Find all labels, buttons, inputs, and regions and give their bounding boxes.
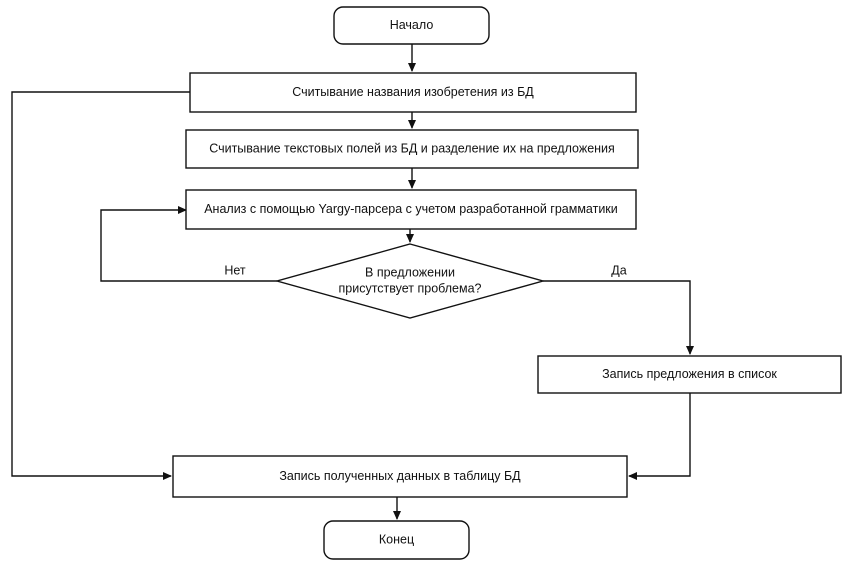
- edge-read-title-bypass: [11, 91, 190, 480]
- node-analyze: Анализ с помощью Yargy-парсера с учетом …: [185, 189, 637, 230]
- decision-label-line2: присутствует проблема?: [339, 281, 482, 295]
- node-read-title: Считывание названия изобретения из БД: [189, 72, 637, 113]
- edge-decision-no-loop: [100, 206, 277, 282]
- analyze-process-shape: [185, 189, 637, 230]
- edge-label-no: Нет: [224, 263, 246, 277]
- edge-write-sentence-to-results: [628, 393, 691, 480]
- end-label: Конец: [379, 532, 414, 546]
- start-label: Начало: [390, 18, 434, 32]
- edge-decision-yes: [543, 280, 694, 355]
- decision-label-line1: В предложении: [365, 265, 455, 279]
- read-title-process-shape: [189, 72, 637, 113]
- edges: [11, 44, 694, 520]
- write-results-process-shape: [172, 455, 628, 498]
- write-results-label: Запись полученных данных в таблицу БД: [279, 469, 521, 483]
- write-sentence-process-shape: [537, 355, 842, 394]
- analyze-label: Анализ с помощью Yargy-парсера с учетом …: [204, 202, 618, 216]
- node-decision: В предложении присутствует проблема?: [274, 243, 546, 319]
- node-end: Конец: [323, 520, 470, 560]
- edge-label-yes: Да: [611, 263, 626, 277]
- read-fields-label: Считывание текстовых полей из БД и разде…: [209, 141, 615, 155]
- write-sentence-label: Запись предложения в список: [602, 367, 777, 381]
- end-terminal-shape: [323, 520, 470, 560]
- node-start: Начало: [333, 6, 490, 45]
- read-fields-process-shape: [185, 129, 639, 169]
- node-write-sentence: Запись предложения в список: [537, 355, 842, 394]
- node-write-results: Запись полученных данных в таблицу БД: [172, 455, 628, 498]
- node-read-fields: Считывание текстовых полей из БД и разде…: [185, 129, 639, 169]
- read-title-label: Считывание названия изобретения из БД: [292, 85, 534, 99]
- start-terminal-shape: [333, 6, 490, 45]
- decision-diamond-shape: [274, 243, 546, 319]
